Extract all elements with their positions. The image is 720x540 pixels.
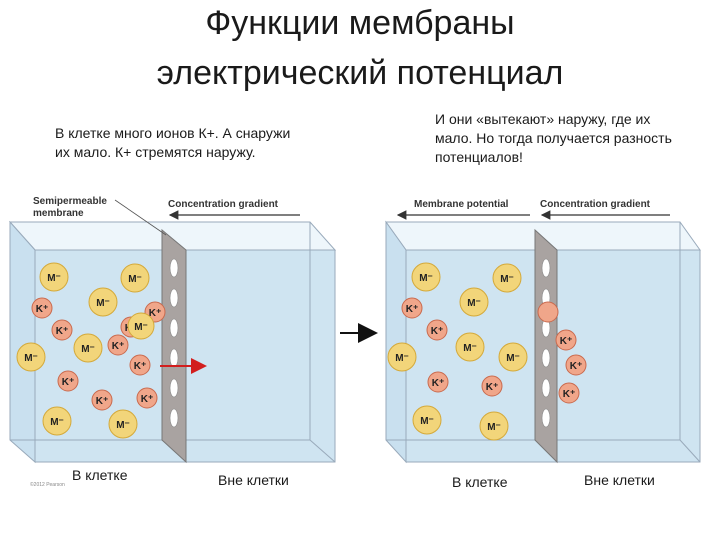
- membrane-potential-label: Membrane potential: [414, 199, 509, 210]
- svg-text:M⁻: M⁻: [116, 420, 130, 431]
- anion-ion: M⁻: [498, 342, 528, 372]
- anion-ion: M⁻: [127, 312, 155, 340]
- svg-text:M⁻: M⁻: [81, 344, 95, 355]
- svg-text:M⁻: M⁻: [500, 274, 514, 285]
- svg-text:M⁻: M⁻: [506, 353, 520, 364]
- label-outside-right: Вне клетки: [584, 472, 655, 488]
- svg-text:K⁺: K⁺: [563, 389, 576, 400]
- svg-text:K⁺: K⁺: [62, 377, 75, 388]
- cation-ion: K⁺: [136, 387, 158, 409]
- svg-text:M⁻: M⁻: [419, 273, 433, 284]
- anion-ion: M⁻: [39, 262, 69, 292]
- concentration-gradient-label: Concentration gradient: [540, 199, 651, 210]
- svg-text:M⁻: M⁻: [487, 422, 501, 433]
- svg-text:K⁺: K⁺: [149, 308, 162, 319]
- cation-ion: K⁺: [427, 371, 449, 393]
- anion-ion: M⁻: [479, 411, 509, 441]
- svg-text:K⁺: K⁺: [56, 326, 69, 337]
- svg-text:M⁻: M⁻: [128, 274, 142, 285]
- right-explanation: И они «вытекают» наружу, где их мало. Но…: [435, 111, 672, 165]
- cation-ion: K⁺: [481, 375, 503, 397]
- anion-ion: M⁻: [411, 262, 441, 292]
- anion-ion: M⁻: [73, 333, 103, 363]
- cation-ion: K⁺: [91, 389, 113, 411]
- cation-ion: [537, 301, 559, 323]
- credit-text: ©2012 Pearson: [30, 482, 65, 488]
- left-explanation: В клетке много ионов К+. А снаружи их ма…: [55, 125, 291, 160]
- anion-ion: M⁻: [42, 406, 72, 436]
- svg-text:M⁻: M⁻: [47, 273, 61, 284]
- svg-text:M⁻: M⁻: [467, 298, 481, 309]
- label-inside-left: В клетке: [72, 467, 128, 483]
- right-tank: M⁻ M⁻ K⁺ M⁻ K⁺ M⁻ M⁻ M⁻ K⁺ K⁺ M⁻ M⁻ K⁺ K…: [385, 220, 701, 464]
- anion-ion: M⁻: [387, 342, 417, 372]
- svg-text:M⁻: M⁻: [24, 353, 38, 364]
- svg-text:K⁺: K⁺: [486, 382, 499, 393]
- semipermeable-membrane: [161, 228, 187, 464]
- anion-ion: M⁻: [120, 263, 150, 293]
- anion-ion: M⁻: [459, 287, 489, 317]
- cation-ion: K⁺: [401, 297, 423, 319]
- svg-text:K⁺: K⁺: [570, 361, 583, 372]
- cation-ion: K⁺: [555, 329, 577, 351]
- cation-ion: K⁺: [565, 354, 587, 376]
- cation-ion: K⁺: [107, 334, 129, 356]
- anion-ion: M⁻: [412, 405, 442, 435]
- membrane-label-line2: membrane: [33, 208, 84, 219]
- concentration-gradient-label: Concentration gradient: [168, 199, 279, 210]
- svg-text:M⁻: M⁻: [420, 416, 434, 427]
- slide-title-line2: электрический потенциал: [156, 54, 564, 92]
- svg-text:K⁺: K⁺: [431, 326, 444, 337]
- anion-ion: M⁻: [108, 409, 138, 439]
- svg-text:K⁺: K⁺: [36, 304, 49, 315]
- svg-text:K⁺: K⁺: [432, 378, 445, 389]
- anion-ion: M⁻: [492, 263, 522, 293]
- slide-title-line1: Функции мембраны: [205, 4, 515, 42]
- semipermeable-membrane: [534, 228, 558, 464]
- cation-ion: K⁺: [31, 297, 53, 319]
- anion-ion: M⁻: [16, 342, 46, 372]
- svg-text:K⁺: K⁺: [134, 361, 147, 372]
- svg-text:K⁺: K⁺: [96, 396, 109, 407]
- cation-ion: K⁺: [51, 319, 73, 341]
- cation-ion: K⁺: [129, 354, 151, 376]
- svg-text:K⁺: K⁺: [141, 394, 154, 405]
- label-outside-left: Вне клетки: [218, 472, 289, 488]
- svg-text:M⁻: M⁻: [395, 353, 409, 364]
- svg-text:M⁻: M⁻: [50, 417, 64, 428]
- label-inside-right: В клетке: [452, 474, 508, 490]
- membrane-pointer: [114, 199, 167, 236]
- cation-ion: K⁺: [426, 319, 448, 341]
- svg-text:K⁺: K⁺: [560, 336, 573, 347]
- left-tank: M⁻ M⁻ K⁺ M⁻ K⁺ K⁺ K⁺ M⁻ M⁻ M⁻ K⁺ K⁺ K⁺ K…: [8, 220, 337, 464]
- membrane-label-line1: Semipermeable: [33, 196, 107, 207]
- anion-ion: M⁻: [88, 287, 118, 317]
- svg-text:M⁻: M⁻: [463, 343, 477, 354]
- svg-text:K⁺: K⁺: [406, 304, 419, 315]
- cation-ion: K⁺: [558, 382, 580, 404]
- cation-ion: K⁺: [57, 370, 79, 392]
- anion-ion: M⁻: [455, 332, 485, 362]
- svg-text:M⁻: M⁻: [96, 298, 110, 309]
- svg-text:M⁻: M⁻: [134, 322, 148, 333]
- svg-text:K⁺: K⁺: [112, 341, 125, 352]
